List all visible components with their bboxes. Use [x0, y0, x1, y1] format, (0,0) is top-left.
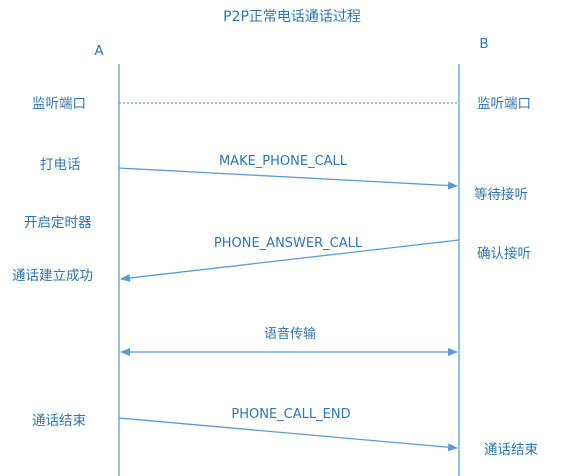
message-voice-transmission: 语音传输	[264, 326, 316, 342]
step-a-call-end: 通话结束	[32, 413, 86, 429]
message-make-phone-call: MAKE_PHONE_CALL	[219, 154, 348, 169]
participant-a-label: A	[94, 43, 104, 59]
step-a-start-timer: 开启定时器	[24, 215, 92, 231]
step-b-confirm-answer: 确认接听	[477, 245, 531, 262]
participant-b-label: B	[479, 36, 488, 52]
step-b-listen-port: 监听端口	[477, 96, 531, 112]
step-a-make-call: 打电话	[40, 156, 81, 173]
diagram-title: P2P正常电话通话过程	[223, 9, 361, 25]
step-a-listen-port: 监听端口	[32, 96, 86, 112]
arrow-make-phone-call	[118, 167, 458, 190]
message-phone-answer-call: PHONE_ANSWER_CALL	[214, 236, 363, 251]
message-phone-call-end: PHONE_CALL_END	[231, 407, 350, 422]
arrow-phone-call-end	[118, 417, 458, 452]
step-a-call-established: 通话建立成功	[12, 268, 93, 284]
arrow-phone-answer-call	[120, 239, 460, 282]
step-b-call-end: 通话结束	[484, 442, 538, 458]
step-b-wait-answer: 等待接听	[474, 186, 528, 203]
